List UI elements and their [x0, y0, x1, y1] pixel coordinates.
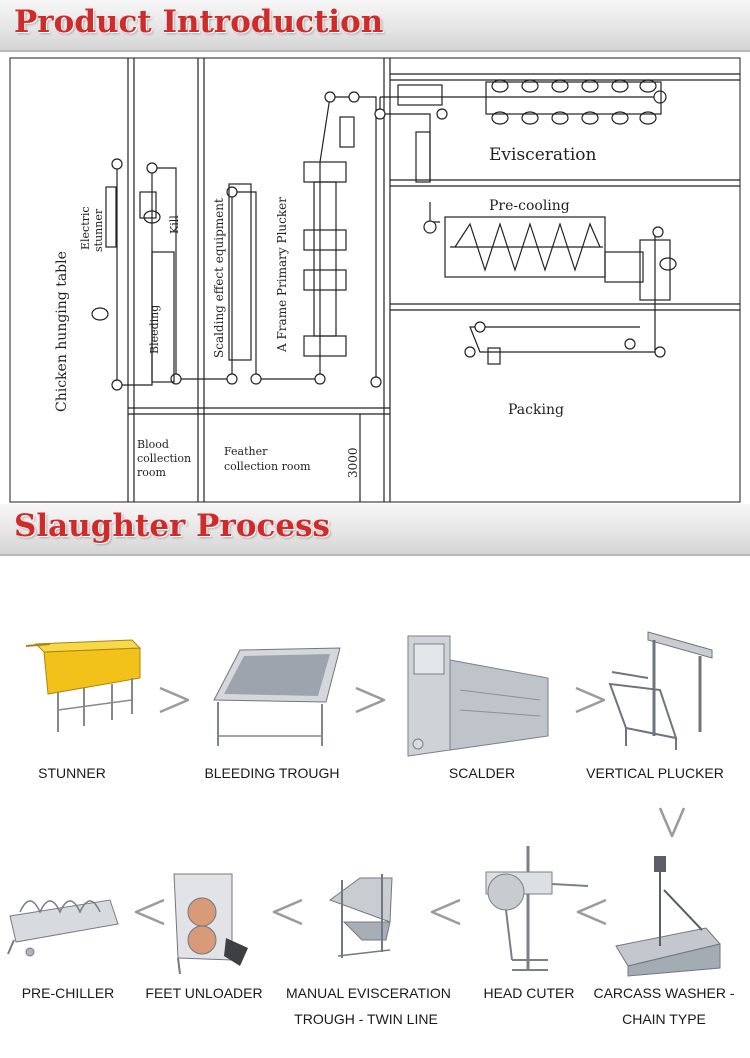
flow-arrows	[134, 686, 686, 926]
arrow-left	[576, 898, 607, 926]
step-label-manual-evisceration-1: MANUAL EVISCERATION	[286, 985, 451, 1001]
step-label-pre-chiller: PRE-CHILLER	[21, 985, 115, 1001]
plucker-part	[303, 269, 347, 291]
plucker-part	[303, 229, 347, 251]
conveyor-line	[429, 202, 440, 223]
feet-unloader-image	[173, 873, 248, 975]
manual-evisceration-trough-image	[328, 874, 393, 958]
process-banner: Slaughter Process	[0, 504, 750, 556]
step-label-bleeding-trough: BLEEDING TROUGH	[204, 765, 340, 781]
step-label-scalder: SCALDER	[448, 765, 516, 781]
arrow-right	[355, 686, 386, 714]
intro-title: Product Introduction	[14, 4, 384, 40]
label-hanging-table: Chicken hunging table	[54, 251, 70, 412]
conveyor-wheels	[111, 90, 667, 391]
stunner-image	[25, 639, 142, 732]
process-title: Slaughter Process	[14, 508, 330, 544]
step-label-manual-evisceration-2: TROUGH - TWIN LINE	[294, 1011, 438, 1027]
plucker-frame	[313, 181, 337, 337]
step-label-feet-unloader: FEET UNLOADER	[145, 985, 263, 1001]
label-bleeding: Bleeding	[148, 305, 161, 354]
plucker-part	[303, 335, 347, 357]
step-label-stunner: STUNNER	[38, 765, 106, 781]
label-feather-room-2: collection room	[224, 460, 311, 473]
label-dimension: 3000	[346, 447, 360, 478]
label-precooling: Pre-cooling	[489, 198, 570, 214]
arrow-left	[134, 898, 165, 926]
arrow-right	[575, 686, 606, 714]
pre-chiller-image	[7, 899, 119, 957]
precooler-outlet	[604, 251, 644, 283]
plucker-motor	[339, 116, 355, 148]
label-evisceration: Evisceration	[489, 145, 597, 165]
label-blood-room-1: Blood	[137, 438, 169, 451]
label-stunner-2: stunner	[92, 208, 105, 252]
scalder-image	[407, 635, 549, 757]
plan-border	[9, 57, 741, 503]
arrow-right	[159, 686, 190, 714]
evisceration-unit	[415, 131, 431, 183]
arrow-left	[272, 898, 303, 926]
bleeding-trough	[151, 251, 175, 383]
head-cuter-image	[485, 846, 589, 971]
evisceration-stations	[485, 79, 662, 125]
bleeding-trough-image	[213, 647, 341, 746]
kill-box	[139, 191, 157, 219]
step-label-head-cuter: HEAD CUTER	[483, 985, 575, 1001]
arrow-left	[430, 898, 461, 926]
step-label-carcass-washer-1: CARCASS WASHER -	[593, 985, 735, 1001]
label-kill: Kill	[168, 215, 181, 234]
label-blood-room-2: collection	[137, 452, 191, 465]
packing-unit	[487, 347, 501, 365]
label-packing: Packing	[508, 402, 564, 418]
operator-figures	[91, 210, 677, 321]
label-blood-room-3: room	[137, 466, 167, 479]
floor-plan: Chicken hunging table Electric stunner K…	[0, 52, 750, 504]
stunner-box	[105, 186, 117, 248]
label-scalding: Scalding effect equipment	[212, 198, 226, 358]
arrow-down	[658, 807, 686, 838]
scalder-box	[228, 183, 252, 361]
vertical-plucker-image	[608, 631, 713, 750]
conveyor-line	[469, 232, 656, 353]
intro-banner: Product Introduction	[0, 0, 750, 52]
step-label-vertical-plucker: VERTICAL PLUCKER	[586, 765, 724, 781]
label-stunner-1: Electric	[79, 206, 92, 250]
precooler-spiral	[454, 222, 601, 272]
precooler-tank	[444, 216, 606, 278]
process-flow: STUNNER BLEEDING TROUGH SCALDER VERTICAL…	[0, 560, 750, 1058]
step-label-carcass-washer-2: CHAIN TYPE	[622, 1011, 706, 1027]
evisceration-box	[397, 84, 443, 106]
label-feather-room-1: Feather	[224, 445, 268, 458]
label-plucker: A Frame Primary Plucker	[275, 197, 289, 353]
conveyor-line	[379, 97, 431, 182]
carcass-washer-image	[615, 856, 721, 977]
plucker-part	[303, 161, 347, 183]
